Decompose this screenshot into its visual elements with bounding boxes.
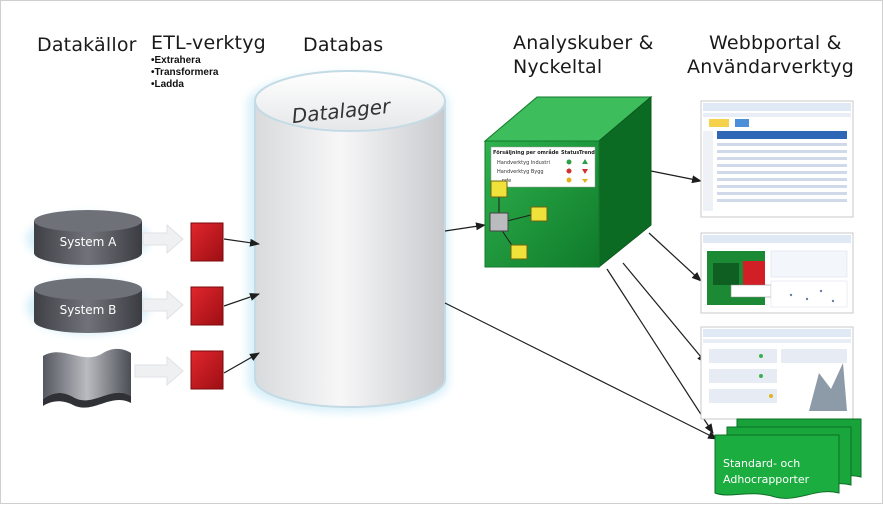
document-source-shape [43,348,131,408]
header-etl: ETL-verktyg [151,32,266,54]
etl-to-db-arrows [223,170,718,440]
system-b-label: System B [60,303,117,317]
header-cubes-line1: Analyskuber & [513,32,654,54]
header-portal-line2: Användarverktyg [687,56,854,78]
etl-step-transform: •Transformera [151,67,219,78]
etl-steps-list: •Extrahera •Transformera •Ladda [151,55,218,91]
status-red-icon [566,168,572,174]
portal-screenshot-2 [700,232,854,314]
trend-flat-icon [582,179,588,183]
analysis-cube: Försäljning per område Status Trend Hand… [483,95,653,269]
kpi-col-trend: Trend [579,150,595,156]
etl-step-load: •Ladda [151,79,184,90]
system-a-label: System A [60,235,118,249]
header-cubes-line2: Nyckeltal [513,56,603,78]
cube-connector-lines [498,197,532,248]
etl-step-extract: •Extrahera [151,55,201,66]
kpi-table-title: Försäljning per område [493,149,559,156]
system-a-disk: System A [26,210,150,265]
cube-node-yellow-3 [510,244,528,260]
cube-node-grey [489,212,509,232]
cube-node-yellow-1 [490,180,508,198]
status-yellow-icon [566,177,572,183]
source-flow-arrows [134,223,184,387]
header-portal-line1: Webbportal & [709,32,842,54]
header-sources: Datakällor [37,34,137,56]
datalager-cylinder: Datalager [247,70,449,413]
etl-boxes [190,222,224,390]
kpi-table [490,146,596,188]
kpi-row-2: Handverktyg Bygg [497,169,544,175]
system-b-disk: System B [26,278,150,335]
reports-label-line2: Adhocrapporter [723,473,810,486]
status-green-icon [566,159,572,165]
cube-node-yellow-2 [530,206,548,222]
reports-label-line1: Standard- och [723,457,800,470]
portal-screenshot-3 [700,326,854,420]
kpi-col-status: Status [561,150,579,156]
reports-stack: Standard- och Adhocrapporter [714,418,862,499]
kpi-row-1: Handverktyg Industri [497,160,550,166]
portal-screenshot-1 [700,100,854,218]
header-database: Databas [303,34,384,56]
trend-up-icon [582,159,588,164]
trend-down-icon [582,169,588,174]
